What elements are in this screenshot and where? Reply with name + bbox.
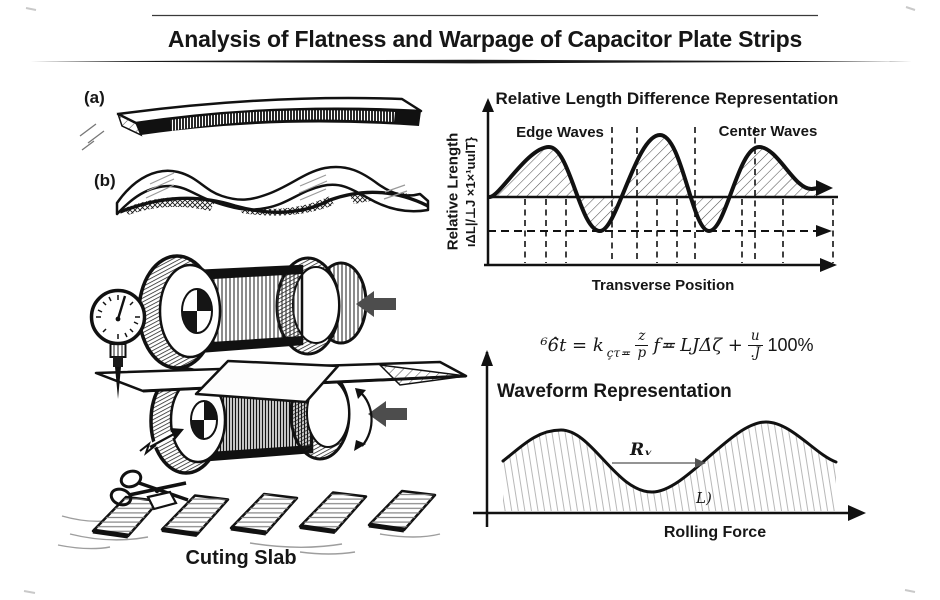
sheet-drawing — [194, 359, 340, 404]
bottom-chart-title: Waveform Representation — [497, 381, 732, 402]
formula-lead: ⁶6̂t = k — [540, 334, 604, 356]
flat-slab-drawing — [79, 96, 423, 151]
label-b: (b) — [94, 171, 116, 190]
relative-length-chart — [482, 98, 838, 272]
formula-subscript: çτ≖ — [606, 346, 631, 360]
cutting-slab-caption: Cuting Slab — [185, 547, 297, 569]
rv-label: Rᵥ — [630, 440, 653, 460]
bottom-chart-x-axis-label: Rolling Force — [663, 524, 767, 541]
rotation-arrow-icon — [354, 388, 373, 451]
top-roller — [137, 254, 368, 370]
cut-strips-drawing — [57, 469, 441, 555]
wavy-slab-drawing — [115, 165, 430, 216]
rv-arrow-icon — [612, 458, 706, 468]
center-waves-label: Center Waves — [718, 123, 818, 140]
l-label: L) — [696, 489, 712, 507]
pointer-arrow-icon — [139, 428, 184, 456]
waveform-chart — [473, 350, 866, 527]
top-chart-x-axis-label: Transverse Position — [591, 277, 735, 294]
pressure-gauge-icon — [89, 288, 147, 399]
formula-fraction-2: u.J — [747, 329, 763, 360]
scissors-icon — [109, 469, 189, 511]
formula-mid-2: LJΔ̇ζ + — [680, 334, 743, 356]
top-chart-y-axis-label: Relative Lrength — [444, 132, 462, 251]
top-chart-title: Relative Length Difference Representatio… — [495, 89, 839, 108]
top-chart-y-axis-sublabel: ıΔL|/⊥J ×1×¹uulT} — [463, 136, 478, 248]
edge-waves-label: Edge Waves — [516, 124, 604, 141]
corner-marks — [23, 6, 916, 594]
strip-pieces — [91, 489, 437, 539]
rolling-mill-drawing — [89, 254, 468, 475]
page-title: Analysis of Flatness and Warpage of Capa… — [167, 26, 803, 52]
left-arrow-icon — [368, 401, 407, 427]
formula-mid-1: f≖ — [653, 334, 676, 356]
formula-tail: 100% — [767, 334, 814, 355]
left-arrow-icon — [356, 291, 396, 317]
header-rules — [30, 14, 912, 64]
label-a: (a) — [84, 88, 105, 107]
